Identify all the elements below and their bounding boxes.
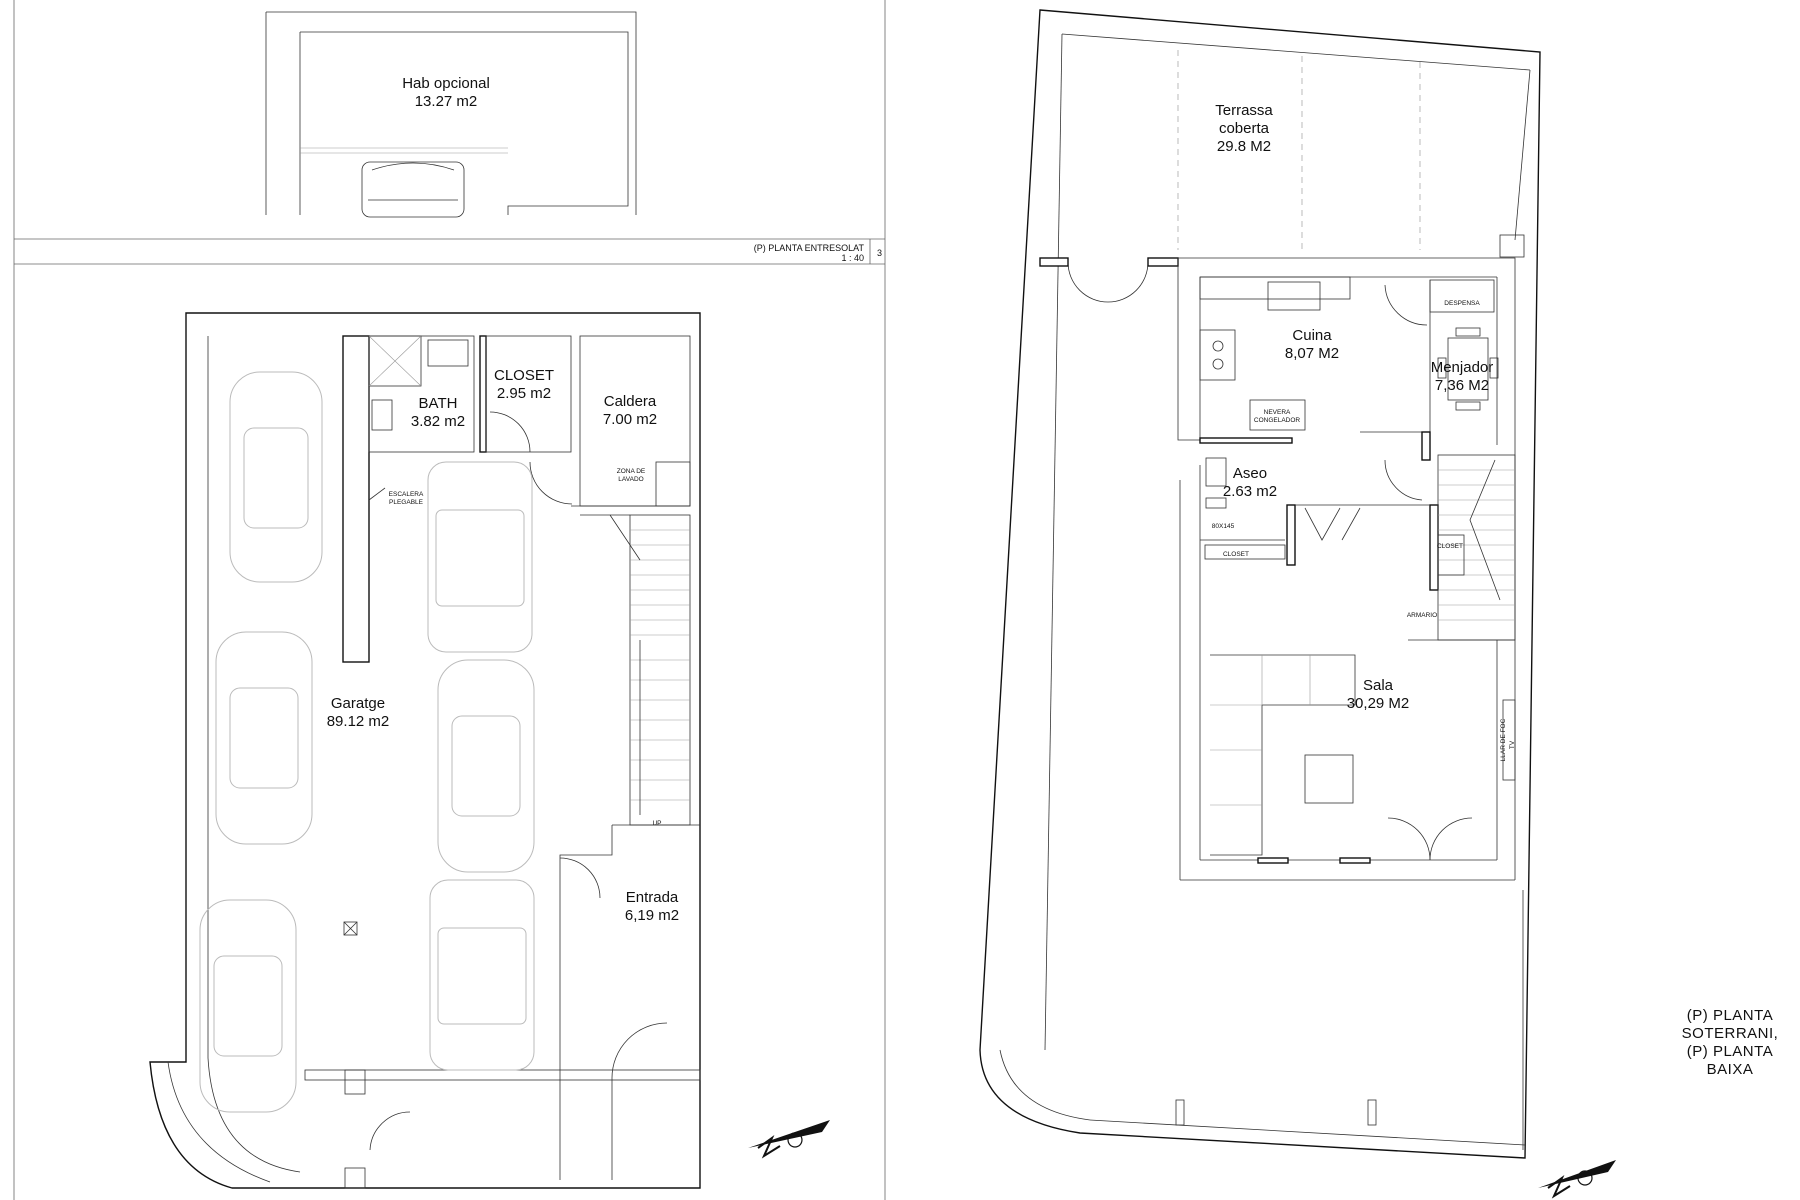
room-name-sala: Sala [1363, 677, 1394, 694]
room-area-aseo: 2.63 m2 [1223, 483, 1277, 500]
ground-floor-plan [979, 9, 1541, 1159]
drawing-title-line-4: BAIXA [1707, 1061, 1754, 1078]
room-area-bath: 3.82 m2 [411, 413, 465, 430]
car-icon [199, 371, 535, 1113]
label-despensa: DESPENSA [1444, 300, 1480, 307]
dining-table-icon [1437, 327, 1499, 411]
room-name-entrada: Entrada [626, 889, 679, 906]
room-area-caldera: 7.00 m2 [603, 411, 657, 428]
label-llar-de-foc: LLAR DE FOC [1500, 718, 1507, 761]
room-name-bath: BATH [419, 395, 458, 412]
label-escalera-2: PLEGABLE [389, 499, 424, 506]
room-area-closet: 2.95 m2 [497, 385, 551, 402]
room-area-garatge: 89.12 m2 [327, 713, 390, 730]
sheet-frame [13, 0, 886, 1200]
room-name-terrassa-2: coberta [1219, 120, 1270, 137]
label-size: 80X145 [1212, 523, 1235, 530]
label-closet-2: CLOSET [1437, 543, 1463, 550]
label-escalera: ESCALERA [389, 491, 424, 498]
drawing-title-line-1: (P) PLANTA [1687, 1007, 1773, 1024]
room-name-terrassa: Terrassa [1215, 102, 1273, 119]
room-area-hab-opcional: 13.27 m2 [415, 93, 478, 110]
label-zona-lavado: ZONA DE [617, 468, 646, 475]
sofa-icon [1210, 654, 1356, 856]
label-tv: TV [1509, 740, 1516, 749]
label-zona-lavado-2: LAVADO [618, 476, 643, 483]
room-area-cuina: 8,07 M2 [1285, 345, 1339, 362]
room-area-menjador: 7,36 M2 [1435, 377, 1489, 394]
basement-plan [149, 312, 701, 1189]
stair-icon [580, 514, 691, 826]
coffee-table-icon [1304, 754, 1354, 804]
room-name-hab-opcional: Hab opcional [402, 75, 490, 92]
room-name-aseo: Aseo [1233, 465, 1267, 482]
label-up: UP [652, 820, 661, 827]
drawing-title-line-3: (P) PLANTA [1687, 1043, 1773, 1060]
label-armario: ARMARIO [1407, 612, 1437, 619]
north-arrow-icon-2 [1538, 1160, 1616, 1199]
label-nevera: NEVERA [1264, 409, 1291, 416]
room-name-closet: CLOSET [494, 367, 554, 384]
room-name-garatge: Garatge [331, 695, 385, 712]
north-arrow-icon [748, 1120, 830, 1159]
column-icon [343, 921, 358, 936]
label-congelador: CONGELADOR [1254, 417, 1301, 424]
mezzanine-scale: 1 : 40 [841, 253, 864, 263]
mezzanine-title: (P) PLANTA ENTRESOLAT [754, 243, 865, 253]
label-closet-1: CLOSET [1223, 551, 1249, 558]
room-name-menjador: Menjador [1431, 359, 1494, 376]
room-area-terrassa: 29.8 M2 [1217, 138, 1271, 155]
room-area-entrada: 6,19 m2 [625, 907, 679, 924]
room-name-caldera: Caldera [604, 393, 657, 410]
drawing-title-line-2: SOTERRANI, [1682, 1025, 1779, 1042]
bed-icon [361, 161, 465, 218]
mezzanine-plan [265, 11, 637, 218]
room-area-sala: 30,29 M2 [1347, 695, 1410, 712]
room-name-cuina: Cuina [1292, 327, 1332, 344]
mezzanine-sheet-number: 3 [877, 248, 882, 258]
